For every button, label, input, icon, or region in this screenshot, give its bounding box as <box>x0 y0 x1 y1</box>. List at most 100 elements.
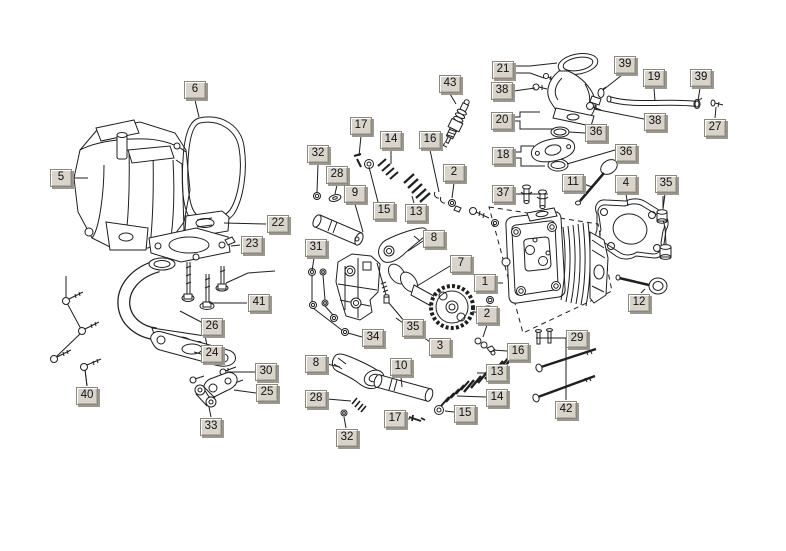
leader-line-18-1 <box>515 157 545 167</box>
valve-train-upper-drawing <box>313 153 462 213</box>
leader-line-28a <box>334 184 338 195</box>
callout-32a[interactable]: 32 <box>307 145 329 163</box>
callout-15b[interactable]: 15 <box>454 405 476 423</box>
callout-19[interactable]: 19 <box>643 69 665 87</box>
valve-cover-drawing <box>73 119 191 251</box>
leader-line-41-1 <box>225 270 276 284</box>
leader-line-2b <box>482 324 488 338</box>
callout-39b[interactable]: 39 <box>690 69 712 87</box>
nuts-washers-drawing <box>308 268 349 336</box>
callout-24[interactable]: 24 <box>201 345 223 363</box>
callout-9[interactable]: 9 <box>344 185 366 203</box>
leader-line-2a <box>451 182 455 199</box>
callout-35a[interactable]: 35 <box>655 175 677 193</box>
callout-20[interactable]: 20 <box>491 112 513 130</box>
callout-30[interactable]: 30 <box>255 363 277 381</box>
callout-6[interactable]: 6 <box>184 81 206 99</box>
breather-hose-drawing <box>606 95 700 108</box>
callout-31[interactable]: 31 <box>305 239 327 257</box>
leader-line-24 <box>193 351 202 355</box>
callout-27[interactable]: 27 <box>704 119 726 137</box>
leader-line-15b <box>444 410 455 413</box>
callout-28a[interactable]: 28 <box>326 166 348 184</box>
callout-22[interactable]: 22 <box>267 215 289 233</box>
leader-line-16a <box>429 149 440 193</box>
callout-5[interactable]: 5 <box>50 169 72 187</box>
leader-line-39a <box>602 74 623 91</box>
leader-line-36a <box>568 131 586 134</box>
callout-17b[interactable]: 17 <box>384 410 406 428</box>
callout-18[interactable]: 18 <box>492 147 514 165</box>
leader-line-4 <box>625 193 629 207</box>
leader-line-43 <box>449 93 457 105</box>
callout-14a[interactable]: 14 <box>380 131 402 149</box>
valve-train-lower-drawing <box>331 351 518 422</box>
callout-39a[interactable]: 39 <box>614 56 636 74</box>
cylinder-head-drawing <box>501 207 609 307</box>
inlet-gasket-drawing <box>530 137 576 163</box>
leader-line-21-1 <box>515 72 545 79</box>
callout-3[interactable]: 3 <box>429 338 451 356</box>
leader-line-26 <box>179 310 204 324</box>
leader-line-12 <box>640 288 646 294</box>
leader-line-39b <box>697 87 701 102</box>
callout-32b[interactable]: 32 <box>336 429 358 447</box>
callout-40[interactable]: 40 <box>76 387 98 405</box>
leader-line-38b <box>593 108 645 120</box>
callout-21[interactable]: 21 <box>492 61 514 79</box>
callout-14b[interactable]: 14 <box>486 389 508 407</box>
callout-11[interactable]: 11 <box>562 174 584 192</box>
breather-base-drawing <box>148 227 236 263</box>
leader-line-17a <box>358 135 362 157</box>
callout-13a[interactable]: 13 <box>405 204 427 222</box>
callout-26[interactable]: 26 <box>201 318 223 336</box>
leader-line-21 <box>515 62 558 67</box>
callout-33[interactable]: 33 <box>200 418 222 436</box>
leader-line-32b <box>343 416 347 429</box>
callout-29[interactable]: 29 <box>566 330 588 348</box>
callout-16b[interactable]: 16 <box>507 343 529 361</box>
callout-34[interactable]: 34 <box>362 329 384 347</box>
callout-28b[interactable]: 28 <box>305 390 327 408</box>
callout-10[interactable]: 10 <box>390 358 412 376</box>
callout-41[interactable]: 41 <box>248 294 270 312</box>
leader-line-18 <box>515 145 534 153</box>
callout-2b[interactable]: 2 <box>476 306 498 324</box>
leader-line-10 <box>400 376 403 388</box>
callout-1[interactable]: 1 <box>474 274 496 292</box>
callout-42[interactable]: 42 <box>555 401 577 419</box>
callout-2a[interactable]: 2 <box>443 164 465 182</box>
callout-4[interactable]: 4 <box>615 175 637 193</box>
callout-38b[interactable]: 38 <box>644 113 666 131</box>
callout-16a[interactable]: 16 <box>419 131 441 149</box>
callout-7[interactable]: 7 <box>450 255 472 273</box>
callout-38a[interactable]: 38 <box>491 82 513 100</box>
leader-line-28b <box>326 398 352 402</box>
callout-8b[interactable]: 8 <box>305 355 327 373</box>
callout-37[interactable]: 37 <box>492 185 514 203</box>
callout-36b[interactable]: 36 <box>615 144 637 162</box>
callout-35b[interactable]: 35 <box>402 319 424 337</box>
leader-line-40 <box>84 369 88 387</box>
leader-line-9 <box>354 203 364 233</box>
callout-43[interactable]: 43 <box>439 75 461 93</box>
leader-line-14b <box>456 395 487 398</box>
leader-line-35b <box>388 302 406 323</box>
leader-line-6 <box>194 99 200 118</box>
callout-25[interactable]: 25 <box>256 384 278 402</box>
intake-manifold-drawing <box>543 53 602 127</box>
leader-line-20-1 <box>514 120 554 130</box>
bracket-pin-drawing <box>376 262 390 304</box>
callout-36a[interactable]: 36 <box>585 124 607 142</box>
callout-17a[interactable]: 17 <box>350 117 372 135</box>
leader-line-22 <box>223 222 267 225</box>
callout-13b[interactable]: 13 <box>486 364 508 382</box>
callout-8a[interactable]: 8 <box>423 230 445 248</box>
hose-clips-drawing <box>597 86 703 109</box>
callout-12[interactable]: 12 <box>628 294 650 312</box>
callout-23[interactable]: 23 <box>241 236 263 254</box>
leader-line-23 <box>230 244 241 247</box>
callout-15a[interactable]: 15 <box>373 202 395 220</box>
valve-guides-drawing <box>520 184 549 209</box>
